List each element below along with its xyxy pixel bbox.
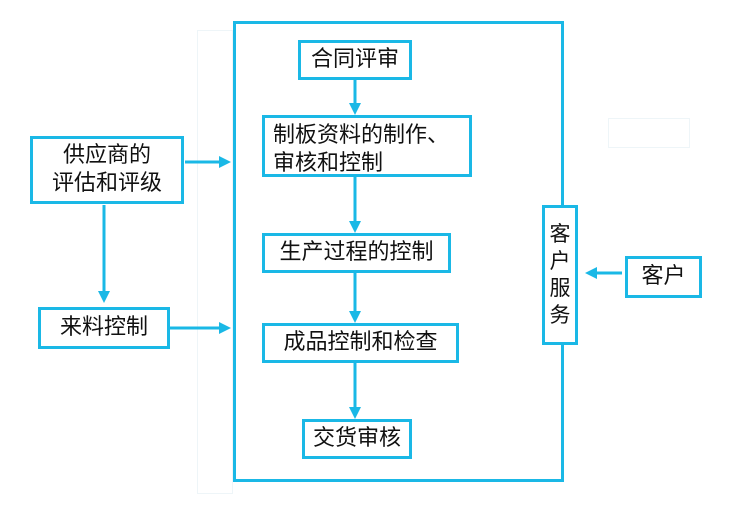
node-pattern-docs: 制板资料的制作、 审核和控制 [262, 115, 472, 177]
node-finished-inspection: 成品控制和检查 [262, 323, 459, 363]
node-delivery-review: 交货审核 [302, 419, 412, 459]
node-production-control: 生产过程的控制 [262, 233, 451, 273]
node-supplier-evaluation: 供应商的 评估和评级 [30, 136, 184, 204]
faint-outline-left [197, 30, 233, 494]
node-contract-review: 合同评审 [298, 40, 412, 80]
node-customer-service: 客 户 服 务 [542, 205, 578, 345]
node-incoming-control: 来料控制 [38, 307, 170, 349]
node-customer: 客户 [625, 256, 702, 298]
faint-outline-right [608, 118, 690, 148]
